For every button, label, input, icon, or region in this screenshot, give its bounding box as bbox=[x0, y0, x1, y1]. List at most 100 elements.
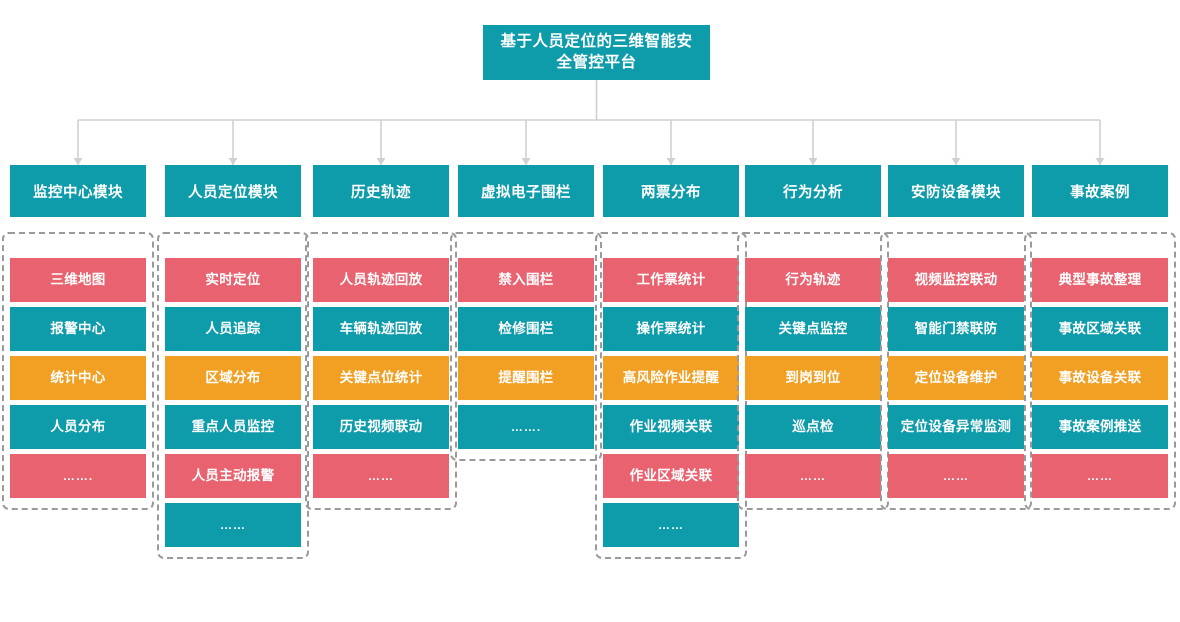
module-item-label: 定位设备维护 bbox=[914, 369, 998, 385]
module-item[interactable]: …… bbox=[745, 454, 881, 498]
module-item-label: 实时定位 bbox=[205, 271, 261, 287]
module-item-label: 典型事故整理 bbox=[1058, 271, 1142, 287]
module-item[interactable]: ……. bbox=[10, 454, 146, 498]
module-item[interactable]: …… bbox=[888, 454, 1024, 498]
module-item-label: 到岗到位 bbox=[785, 369, 841, 385]
module-item[interactable]: 典型事故整理 bbox=[1032, 258, 1168, 302]
module-item[interactable]: 检修围栏 bbox=[458, 307, 594, 351]
module-item[interactable]: …… bbox=[603, 503, 739, 547]
module-item[interactable]: 作业视频关联 bbox=[603, 405, 739, 449]
module-item-label: 重点人员监控 bbox=[191, 418, 275, 434]
module-item-label: …… bbox=[800, 468, 826, 483]
root-title-node[interactable]: 基于人员定位的三维智能安全管控平台 bbox=[483, 25, 710, 80]
module-item-label: 事故区域关联 bbox=[1058, 320, 1142, 336]
module-item-label: 定位设备异常监测 bbox=[900, 418, 1012, 434]
module-group-box-security-equipment bbox=[880, 232, 1032, 510]
module-item-label: 作业视频关联 bbox=[629, 418, 713, 434]
module-item-label: …… bbox=[1087, 468, 1113, 483]
module-group-box-virtual-fence bbox=[450, 232, 602, 461]
module-header-label: 监控中心模块 bbox=[33, 184, 123, 201]
module-header-label: 行为分析 bbox=[783, 184, 843, 201]
module-item[interactable]: 智能门禁联防 bbox=[888, 307, 1024, 351]
module-item-label: 高风险作业提醒 bbox=[622, 369, 720, 385]
module-header-label: 历史轨迹 bbox=[351, 184, 411, 201]
module-item[interactable]: 区域分布 bbox=[165, 356, 301, 400]
module-item-label: 作业区域关联 bbox=[629, 467, 713, 483]
module-group-box-personnel-positioning bbox=[157, 232, 309, 559]
module-item-label: 工作票统计 bbox=[636, 271, 706, 287]
module-item[interactable]: …… bbox=[1032, 454, 1168, 498]
module-item-label: 事故案例推送 bbox=[1058, 418, 1142, 434]
module-item-label: 关键点监控 bbox=[778, 320, 848, 336]
module-item-label: 智能门禁联防 bbox=[914, 320, 998, 336]
module-item-label: 关键点位统计 bbox=[339, 369, 423, 385]
module-item-label: 报警中心 bbox=[50, 320, 106, 336]
module-item-label: 视频监控联动 bbox=[914, 271, 998, 287]
module-item[interactable]: 定位设备维护 bbox=[888, 356, 1024, 400]
module-item[interactable]: 人员分布 bbox=[10, 405, 146, 449]
module-item[interactable]: 提醒围栏 bbox=[458, 356, 594, 400]
module-group-box-monitoring-center bbox=[2, 232, 154, 510]
module-item-label: ……. bbox=[510, 419, 542, 434]
module-header-virtual-fence[interactable]: 虚拟电子围栏 bbox=[458, 165, 594, 217]
module-item-label: 操作票统计 bbox=[636, 320, 706, 336]
module-item-label: 人员追踪 bbox=[205, 320, 261, 336]
module-item[interactable]: 人员主动报警 bbox=[165, 454, 301, 498]
module-item[interactable]: 作业区域关联 bbox=[603, 454, 739, 498]
module-item-label: 巡点检 bbox=[792, 418, 834, 434]
module-item[interactable]: 事故区域关联 bbox=[1032, 307, 1168, 351]
module-item-label: 禁入围栏 bbox=[498, 271, 554, 287]
module-header-label: 人员定位模块 bbox=[188, 184, 278, 201]
module-item-label: 车辆轨迹回放 bbox=[339, 320, 423, 336]
module-item-label: …… bbox=[220, 517, 246, 532]
module-header-label: 事故案例 bbox=[1070, 184, 1130, 201]
module-header-accident-cases[interactable]: 事故案例 bbox=[1032, 165, 1168, 217]
module-item[interactable]: 事故设备关联 bbox=[1032, 356, 1168, 400]
module-item[interactable]: 人员追踪 bbox=[165, 307, 301, 351]
module-item-label: ……. bbox=[62, 468, 94, 483]
module-item[interactable]: 人员轨迹回放 bbox=[313, 258, 449, 302]
module-header-security-equipment[interactable]: 安防设备模块 bbox=[888, 165, 1024, 217]
module-item-label: 检修围栏 bbox=[498, 320, 554, 336]
module-item[interactable]: 实时定位 bbox=[165, 258, 301, 302]
module-group-box-accident-cases bbox=[1024, 232, 1176, 510]
module-item-label: 区域分布 bbox=[205, 369, 261, 385]
module-item[interactable]: 到岗到位 bbox=[745, 356, 881, 400]
module-item[interactable]: 统计中心 bbox=[10, 356, 146, 400]
module-header-personnel-positioning[interactable]: 人员定位模块 bbox=[165, 165, 301, 217]
module-header-behavior-analysis[interactable]: 行为分析 bbox=[745, 165, 881, 217]
module-item-label: 人员主动报警 bbox=[191, 467, 275, 483]
module-item[interactable]: 关键点监控 bbox=[745, 307, 881, 351]
module-header-two-ticket-distribution[interactable]: 两票分布 bbox=[603, 165, 739, 217]
module-item[interactable]: 高风险作业提醒 bbox=[603, 356, 739, 400]
module-item[interactable]: 定位设备异常监测 bbox=[888, 405, 1024, 449]
module-item[interactable]: 重点人员监控 bbox=[165, 405, 301, 449]
module-item[interactable]: 禁入围栏 bbox=[458, 258, 594, 302]
module-item-label: 行为轨迹 bbox=[785, 271, 841, 287]
module-item[interactable]: 巡点检 bbox=[745, 405, 881, 449]
module-item-label: 人员分布 bbox=[50, 418, 106, 434]
module-item[interactable]: …… bbox=[313, 454, 449, 498]
module-item[interactable]: …… bbox=[165, 503, 301, 547]
module-item[interactable]: 关键点位统计 bbox=[313, 356, 449, 400]
module-item-label: 三维地图 bbox=[50, 271, 106, 287]
module-item[interactable]: 车辆轨迹回放 bbox=[313, 307, 449, 351]
module-item[interactable]: 视频监控联动 bbox=[888, 258, 1024, 302]
module-item[interactable]: 历史视频联动 bbox=[313, 405, 449, 449]
module-item[interactable]: ……. bbox=[458, 405, 594, 449]
module-item-label: …… bbox=[658, 517, 684, 532]
module-item[interactable]: 事故案例推送 bbox=[1032, 405, 1168, 449]
module-item[interactable]: 三维地图 bbox=[10, 258, 146, 302]
module-item-label: 人员轨迹回放 bbox=[339, 271, 423, 287]
module-item-label: 历史视频联动 bbox=[339, 418, 423, 434]
module-item-label: …… bbox=[943, 468, 969, 483]
root-title-label: 基于人员定位的三维智能安全管控平台 bbox=[500, 33, 693, 71]
module-header-history-track[interactable]: 历史轨迹 bbox=[313, 165, 449, 217]
module-item[interactable]: 报警中心 bbox=[10, 307, 146, 351]
module-item[interactable]: 工作票统计 bbox=[603, 258, 739, 302]
module-item[interactable]: 行为轨迹 bbox=[745, 258, 881, 302]
module-item-label: 提醒围栏 bbox=[498, 369, 554, 385]
module-item[interactable]: 操作票统计 bbox=[603, 307, 739, 351]
module-header-label: 两票分布 bbox=[641, 184, 701, 201]
module-header-monitoring-center[interactable]: 监控中心模块 bbox=[10, 165, 146, 217]
